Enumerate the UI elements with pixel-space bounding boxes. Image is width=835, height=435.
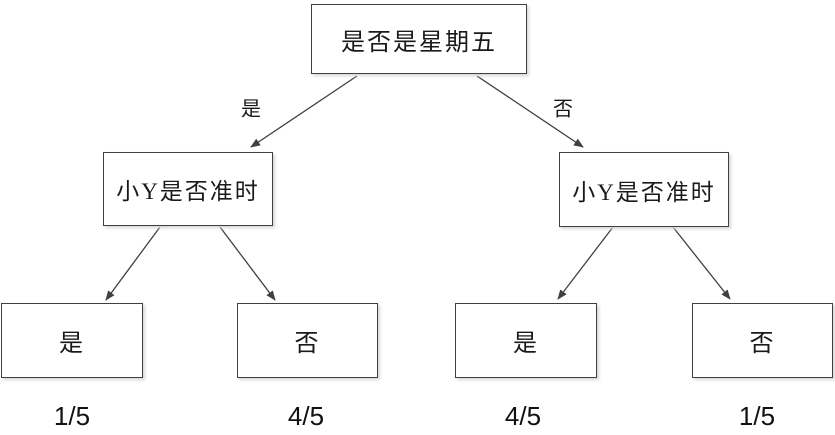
edge-mid-right-to-leaf-4 bbox=[672, 226, 731, 300]
probability-leaf-4: 1/5 bbox=[738, 401, 776, 431]
edge-mid-right-to-leaf-3 bbox=[557, 226, 614, 300]
branch-label-no: 否 bbox=[553, 98, 573, 121]
edge-root-to-mid-left bbox=[250, 75, 358, 148]
node-mid-left-label: 小Y是否准时 bbox=[116, 179, 260, 204]
node-leaf-1-label: 是 bbox=[59, 331, 85, 357]
node-leaf-no-2: 否 bbox=[692, 303, 833, 378]
node-root-label: 是否是星期五 bbox=[341, 29, 497, 56]
node-mid-left-question: 小Y是否准时 bbox=[103, 152, 273, 226]
edge-mid-left-to-leaf-2 bbox=[219, 226, 276, 301]
node-leaf-4-label: 否 bbox=[749, 331, 776, 357]
node-leaf-3-label: 是 bbox=[513, 331, 539, 357]
probability-leaf-3: 4/5 bbox=[504, 401, 542, 431]
probability-leaf-1: 1/5 bbox=[53, 401, 91, 431]
node-mid-right-question: 小Y是否准时 bbox=[559, 152, 729, 227]
node-root-question: 是否是星期五 bbox=[311, 4, 527, 74]
node-leaf-2-label: 否 bbox=[294, 331, 321, 357]
probability-leaf-2: 4/5 bbox=[287, 401, 325, 431]
branch-label-yes: 是 bbox=[241, 98, 261, 121]
node-leaf-no-1: 否 bbox=[237, 303, 378, 378]
edge-mid-left-to-leaf-1 bbox=[105, 226, 161, 301]
node-leaf-yes-1: 是 bbox=[1, 303, 143, 378]
node-mid-right-label: 小Y是否准时 bbox=[572, 179, 716, 205]
node-leaf-yes-2: 是 bbox=[455, 303, 597, 378]
